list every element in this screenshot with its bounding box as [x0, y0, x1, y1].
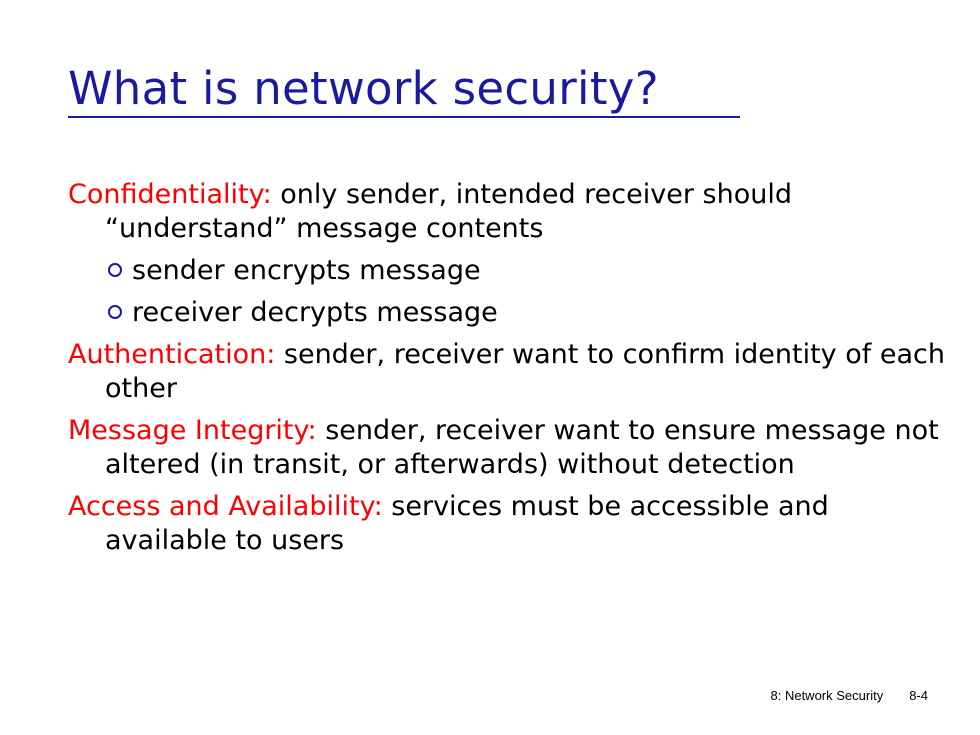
sub-bullet-text: sender encrypts message: [132, 255, 481, 286]
item-text: only sender, intended receiver should “u…: [105, 179, 792, 244]
footer-chapter: 8: Network Security: [770, 688, 884, 703]
slide-title: What is network security?: [68, 62, 659, 115]
sub-bullet-decrypt: receiver decrypts message: [68, 296, 948, 330]
circle-bullet-icon: [108, 263, 122, 277]
slide-footer: 8: Network Security 8-4: [771, 688, 929, 703]
sub-bullet-encrypt: sender encrypts message: [68, 254, 948, 288]
footer-page-number: 8-4: [909, 688, 928, 703]
item-text: services must be accessible and availabl…: [105, 491, 829, 556]
title-underline: [68, 116, 740, 118]
item-term: Confidentiality:: [68, 179, 272, 210]
item-authentication: Authentication: sender, receiver want to…: [68, 338, 948, 406]
item-access-availability: Access and Availability: services must b…: [68, 490, 948, 558]
item-term: Authentication:: [68, 339, 276, 370]
item-confidentiality: Confidentiality: only sender, intended r…: [68, 178, 948, 246]
item-text: sender, receiver want to ensure message …: [105, 415, 939, 480]
slide-content: Confidentiality: only sender, intended r…: [68, 178, 948, 566]
item-term: Access and Availability:: [68, 491, 383, 522]
item-message-integrity: Message Integrity: sender, receiver want…: [68, 414, 948, 482]
sub-bullet-text: receiver decrypts message: [132, 297, 498, 328]
item-text: sender, receiver want to confirm identit…: [105, 339, 945, 404]
circle-bullet-icon: [108, 305, 122, 319]
item-term: Message Integrity:: [68, 415, 317, 446]
